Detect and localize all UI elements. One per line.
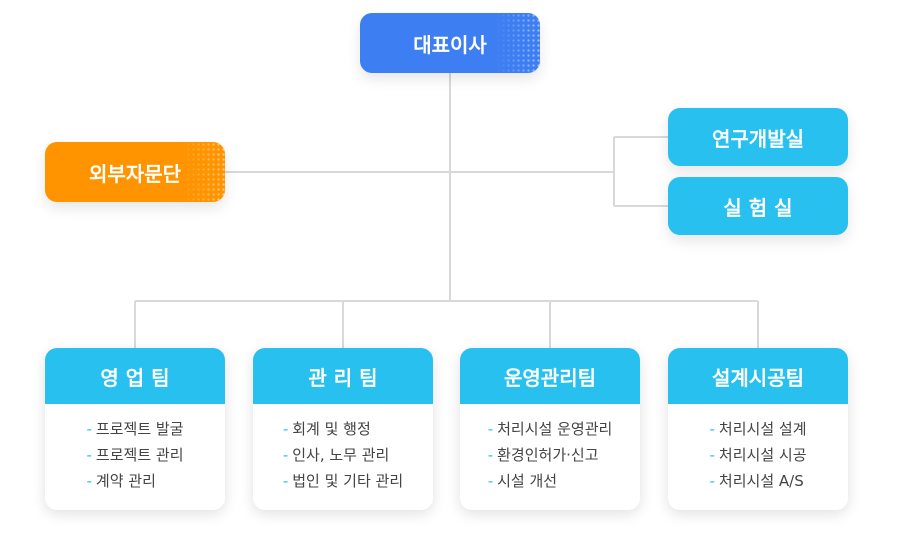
team-design-construction: 설계시공팀 -처리시설 설계 -처리시설 시공 -처리시설 A/S	[668, 348, 848, 510]
duty-item: -처리시설 운영관리	[487, 420, 613, 438]
duty-text: 환경인허가·신고	[497, 446, 599, 464]
team-operations: 운영관리팀 -처리시설 운영관리 -환경인허가·신고 -시설 개선	[460, 348, 640, 510]
duty-item: -처리시설 설계	[709, 420, 807, 438]
duty-text: 처리시설 설계	[718, 420, 807, 438]
duty-text: 시설 개선	[497, 472, 558, 490]
duty-text: 회계 및 행정	[292, 420, 371, 438]
rnd-office-node: 연구개발실	[668, 108, 848, 166]
duty-item: -프로젝트 발굴	[86, 420, 184, 438]
duty-text: 처리시설 A/S	[718, 472, 804, 490]
duty-text: 법인 및 기타 관리	[292, 472, 404, 490]
duty-item: -처리시설 A/S	[709, 472, 804, 490]
laboratory-node: 실 험 실	[668, 177, 848, 235]
team-sales-title: 영 업 팀	[45, 348, 225, 404]
duty-text: 프로젝트 발굴	[95, 420, 184, 438]
ceo-label: 대표이사	[413, 32, 487, 57]
duty-item: -인사, 노무 관리	[282, 446, 390, 464]
team-management-duties: -회계 및 행정 -인사, 노무 관리 -법인 및 기타 관리	[283, 404, 403, 494]
duty-item: -시설 개선	[487, 472, 558, 490]
duty-text: 인사, 노무 관리	[292, 446, 390, 464]
team-management: 관 리 팀 -회계 및 행정 -인사, 노무 관리 -법인 및 기타 관리	[253, 348, 433, 510]
duty-item: -프로젝트 관리	[86, 446, 184, 464]
duty-text: 처리시설 운영관리	[497, 420, 613, 438]
rnd-office-label: 연구개발실	[712, 126, 804, 151]
team-operations-title: 운영관리팀	[460, 348, 640, 404]
ceo-node: 대표이사	[360, 13, 540, 73]
team-design-construction-duties: -처리시설 설계 -처리시설 시공 -처리시설 A/S	[710, 404, 807, 494]
duty-text: 처리시설 시공	[718, 446, 807, 464]
duty-item: -법인 및 기타 관리	[282, 472, 404, 490]
laboratory-label: 실 험 실	[723, 195, 793, 220]
duty-item: -계약 관리	[86, 472, 156, 490]
team-management-title: 관 리 팀	[253, 348, 433, 404]
duty-item: -환경인허가·신고	[487, 446, 599, 464]
team-operations-duties: -처리시설 운영관리 -환경인허가·신고 -시설 개선	[488, 404, 613, 494]
team-design-construction-title: 설계시공팀	[668, 348, 848, 404]
team-sales: 영 업 팀 -프로젝트 발굴 -프로젝트 관리 -계약 관리	[45, 348, 225, 510]
duty-text: 프로젝트 관리	[95, 446, 184, 464]
team-sales-duties: -프로젝트 발굴 -프로젝트 관리 -계약 관리	[87, 404, 184, 494]
duty-text: 계약 관리	[95, 472, 156, 490]
advisory-board-node: 외부자문단	[45, 142, 225, 202]
advisory-board-label: 외부자문단	[89, 161, 181, 186]
duty-item: -처리시설 시공	[709, 446, 807, 464]
duty-item: -회계 및 행정	[282, 420, 371, 438]
